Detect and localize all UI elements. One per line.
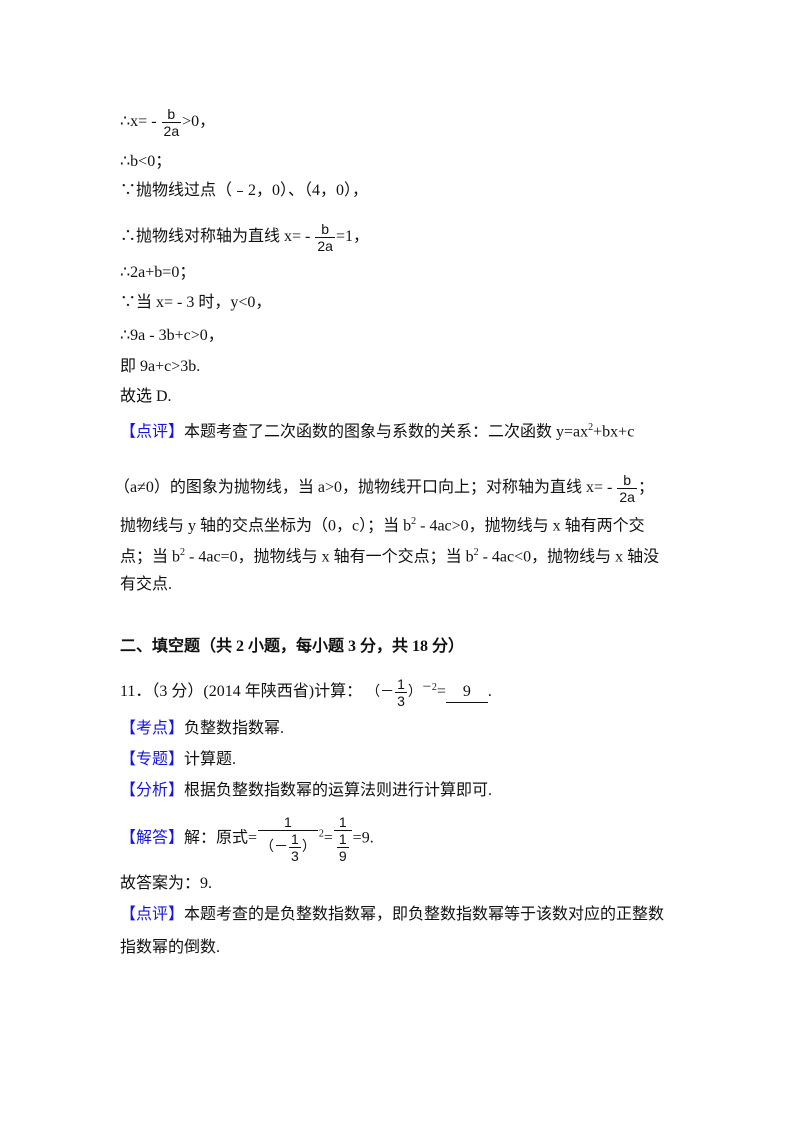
denominator: 3	[291, 848, 299, 864]
denominator: 2a	[619, 489, 635, 505]
text: =1，	[335, 228, 369, 246]
comment-label: 【点评】	[120, 423, 185, 441]
exponent: 2	[318, 828, 324, 840]
numerator: b	[161, 106, 182, 123]
text: =	[436, 683, 446, 701]
comment2-line2: 指数幂的倒数.	[120, 939, 221, 956]
text: .	[487, 683, 492, 701]
denominator: 2a	[163, 123, 180, 139]
zhuanti-label: 【专题】	[120, 751, 185, 768]
line-2a-b: ∴2a+b=0；	[120, 264, 196, 281]
numerator: 1	[258, 814, 318, 831]
answer-line: 故答案为：9.	[120, 875, 213, 892]
text: - 4ac=0，抛物线与 x 轴有一个交点；当 b	[185, 548, 474, 566]
text: （a≠0）的图象为抛物线，当 a>0，抛物线开口向上；对称轴为直线 x= -	[114, 479, 617, 497]
paren: ）	[301, 838, 316, 855]
text: 抛物线与 y 轴的交点坐标为（0，c）；当 b	[120, 517, 412, 535]
text: 根据负整数指数幂的运算法则进行计算即可.	[184, 782, 493, 799]
exponent: －2	[421, 681, 437, 693]
comment1-line1: 【点评】本题考查了二次函数的图象与系数的关系：二次函数 y=ax2+bx+c	[120, 418, 634, 442]
section-title: 二、填空题（共 2 小题，每小题 3 分，共 18 分）	[120, 638, 465, 655]
superscript: 2	[411, 516, 417, 527]
text: =9.	[352, 829, 374, 847]
comment1-line5: 有交点.	[120, 576, 173, 593]
kaodian-label: 【考点】	[120, 720, 185, 737]
jieda-label: 【解答】	[120, 829, 185, 847]
line-points: ∵抛物线过点（﹣2，0）、（4，0），	[120, 182, 369, 199]
text: 点；当 b	[120, 548, 181, 566]
text: - 4ac<0，抛物线与 x 轴没	[478, 548, 660, 566]
numerator: 1	[395, 676, 407, 693]
superscript: 2	[473, 547, 479, 558]
numerator: b	[315, 221, 335, 238]
paren: （－	[260, 838, 289, 855]
kaodian: 【考点】负整数指数幂.	[120, 719, 284, 739]
text: ；	[637, 479, 654, 497]
text: =	[323, 829, 333, 847]
comment1-line4: 点；当 b2 - 4ac=0，抛物线与 x 轴有一个交点；当 b2 - 4ac<…	[120, 543, 659, 567]
comment2-line1: 【点评】本题考查的是负整数指数幂，即负整数指数幂等于该数对应的正整数	[120, 905, 664, 925]
superscript: 2	[588, 422, 594, 433]
numerator: 1	[289, 831, 301, 848]
fenxi: 【分析】根据负整数指数幂的运算法则进行计算即可.	[120, 781, 492, 801]
paren: （－	[366, 683, 395, 700]
numerator: b	[617, 472, 637, 489]
text: 本题考查的是负整数指数幂，即负整数指数幂等于该数对应的正整数	[184, 906, 665, 923]
zhuanti: 【专题】计算题.	[120, 750, 236, 770]
comment-label: 【点评】	[120, 906, 185, 923]
comment1-line2: （a≠0）的图象为抛物线，当 a>0，抛物线开口向上；对称轴为直线 x= - b…	[114, 472, 654, 505]
text: ∴抛物线对称轴为直线 x= -	[120, 228, 315, 246]
denominator: 3	[397, 693, 405, 709]
paren: ）	[407, 683, 422, 700]
comment1-line3: 抛物线与 y 轴的交点坐标为（0，c）；当 b2 - 4ac>0，抛物线与 x …	[120, 512, 645, 536]
text: 本题考查了二次函数的图象与系数的关系：二次函数 y=ax	[184, 423, 589, 441]
text: +bx+c	[593, 423, 635, 441]
text: ∴x= -	[120, 113, 161, 131]
numerator: 1	[333, 814, 352, 831]
line-x-minus3: ∵当 x= - 3 时，y<0，	[120, 294, 272, 311]
text: - 4ac>0，抛物线与 x 轴有两个交	[416, 517, 645, 535]
line-ji: 即 9a+c>3b.	[120, 358, 201, 375]
line-9a: ∴9a - 3b+c>0，	[120, 327, 224, 344]
answer-blank: 9	[445, 682, 488, 704]
denominator: 2a	[317, 238, 333, 254]
question-text: 11．（3 分）(2014 年陕西省)计算：	[120, 683, 363, 701]
denominator: 9	[338, 848, 347, 864]
superscript: 2	[180, 547, 186, 558]
numerator: 1	[336, 831, 349, 848]
line-b-negative: ∴b<0；	[120, 153, 172, 170]
text: >0，	[182, 113, 216, 131]
text: 负整数指数幂.	[184, 720, 285, 737]
text: 计算题.	[184, 751, 237, 768]
text: 解：原式=	[184, 829, 258, 847]
fenxi-label: 【分析】	[120, 782, 185, 799]
line-choose: 故选 D.	[120, 388, 172, 405]
